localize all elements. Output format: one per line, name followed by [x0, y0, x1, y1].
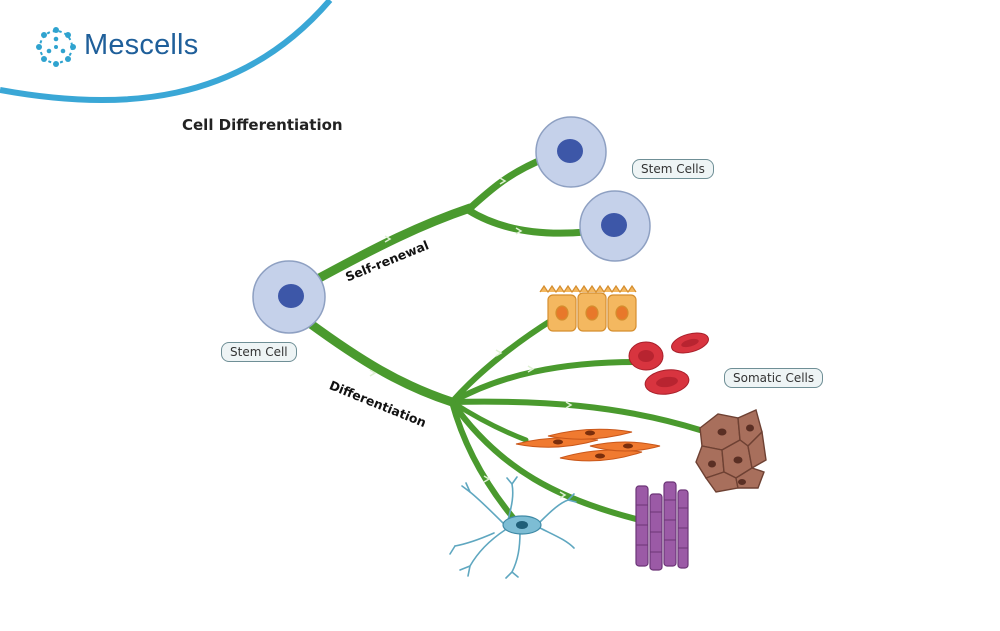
- branch-to-epithelial: [449, 317, 555, 405]
- stem-cell-label: Stem Cell: [221, 342, 297, 362]
- stem-cell-daughter-lower: [579, 190, 651, 262]
- cell-cluster-logo-icon: [36, 27, 76, 67]
- branch-to-neuron: [449, 399, 518, 523]
- self-renewal-branch: [307, 203, 475, 287]
- stem-branch-upper: [464, 154, 550, 214]
- red-blood-cells: [628, 332, 709, 395]
- smooth-muscle-cells: [515, 428, 661, 462]
- brand-name[interactable]: Mescells: [84, 29, 199, 61]
- differentiation-branch: [303, 317, 457, 407]
- branch-to-tissue: [449, 398, 703, 433]
- neuron: [449, 476, 577, 579]
- stem-branch-lower: [464, 206, 590, 237]
- branch-to-smooth-muscle: [449, 399, 529, 443]
- muscle-fibers: [635, 481, 689, 571]
- header-swoosh: [0, 0, 333, 104]
- diagram-title: Cell Differentiation: [182, 116, 343, 134]
- tissue-cells: [695, 409, 767, 493]
- stem-cell-parent: [252, 260, 326, 334]
- somatic-cells-label: Somatic Cells: [724, 368, 824, 388]
- branch-to-muscle-fiber: [449, 399, 643, 523]
- flow-chevrons: [369, 177, 573, 499]
- stem-cells-label: Stem Cells: [632, 159, 714, 179]
- stem-cell-daughter-upper: [535, 116, 607, 188]
- epithelial-cells: [539, 284, 637, 332]
- branch-to-red-blood: [449, 359, 639, 405]
